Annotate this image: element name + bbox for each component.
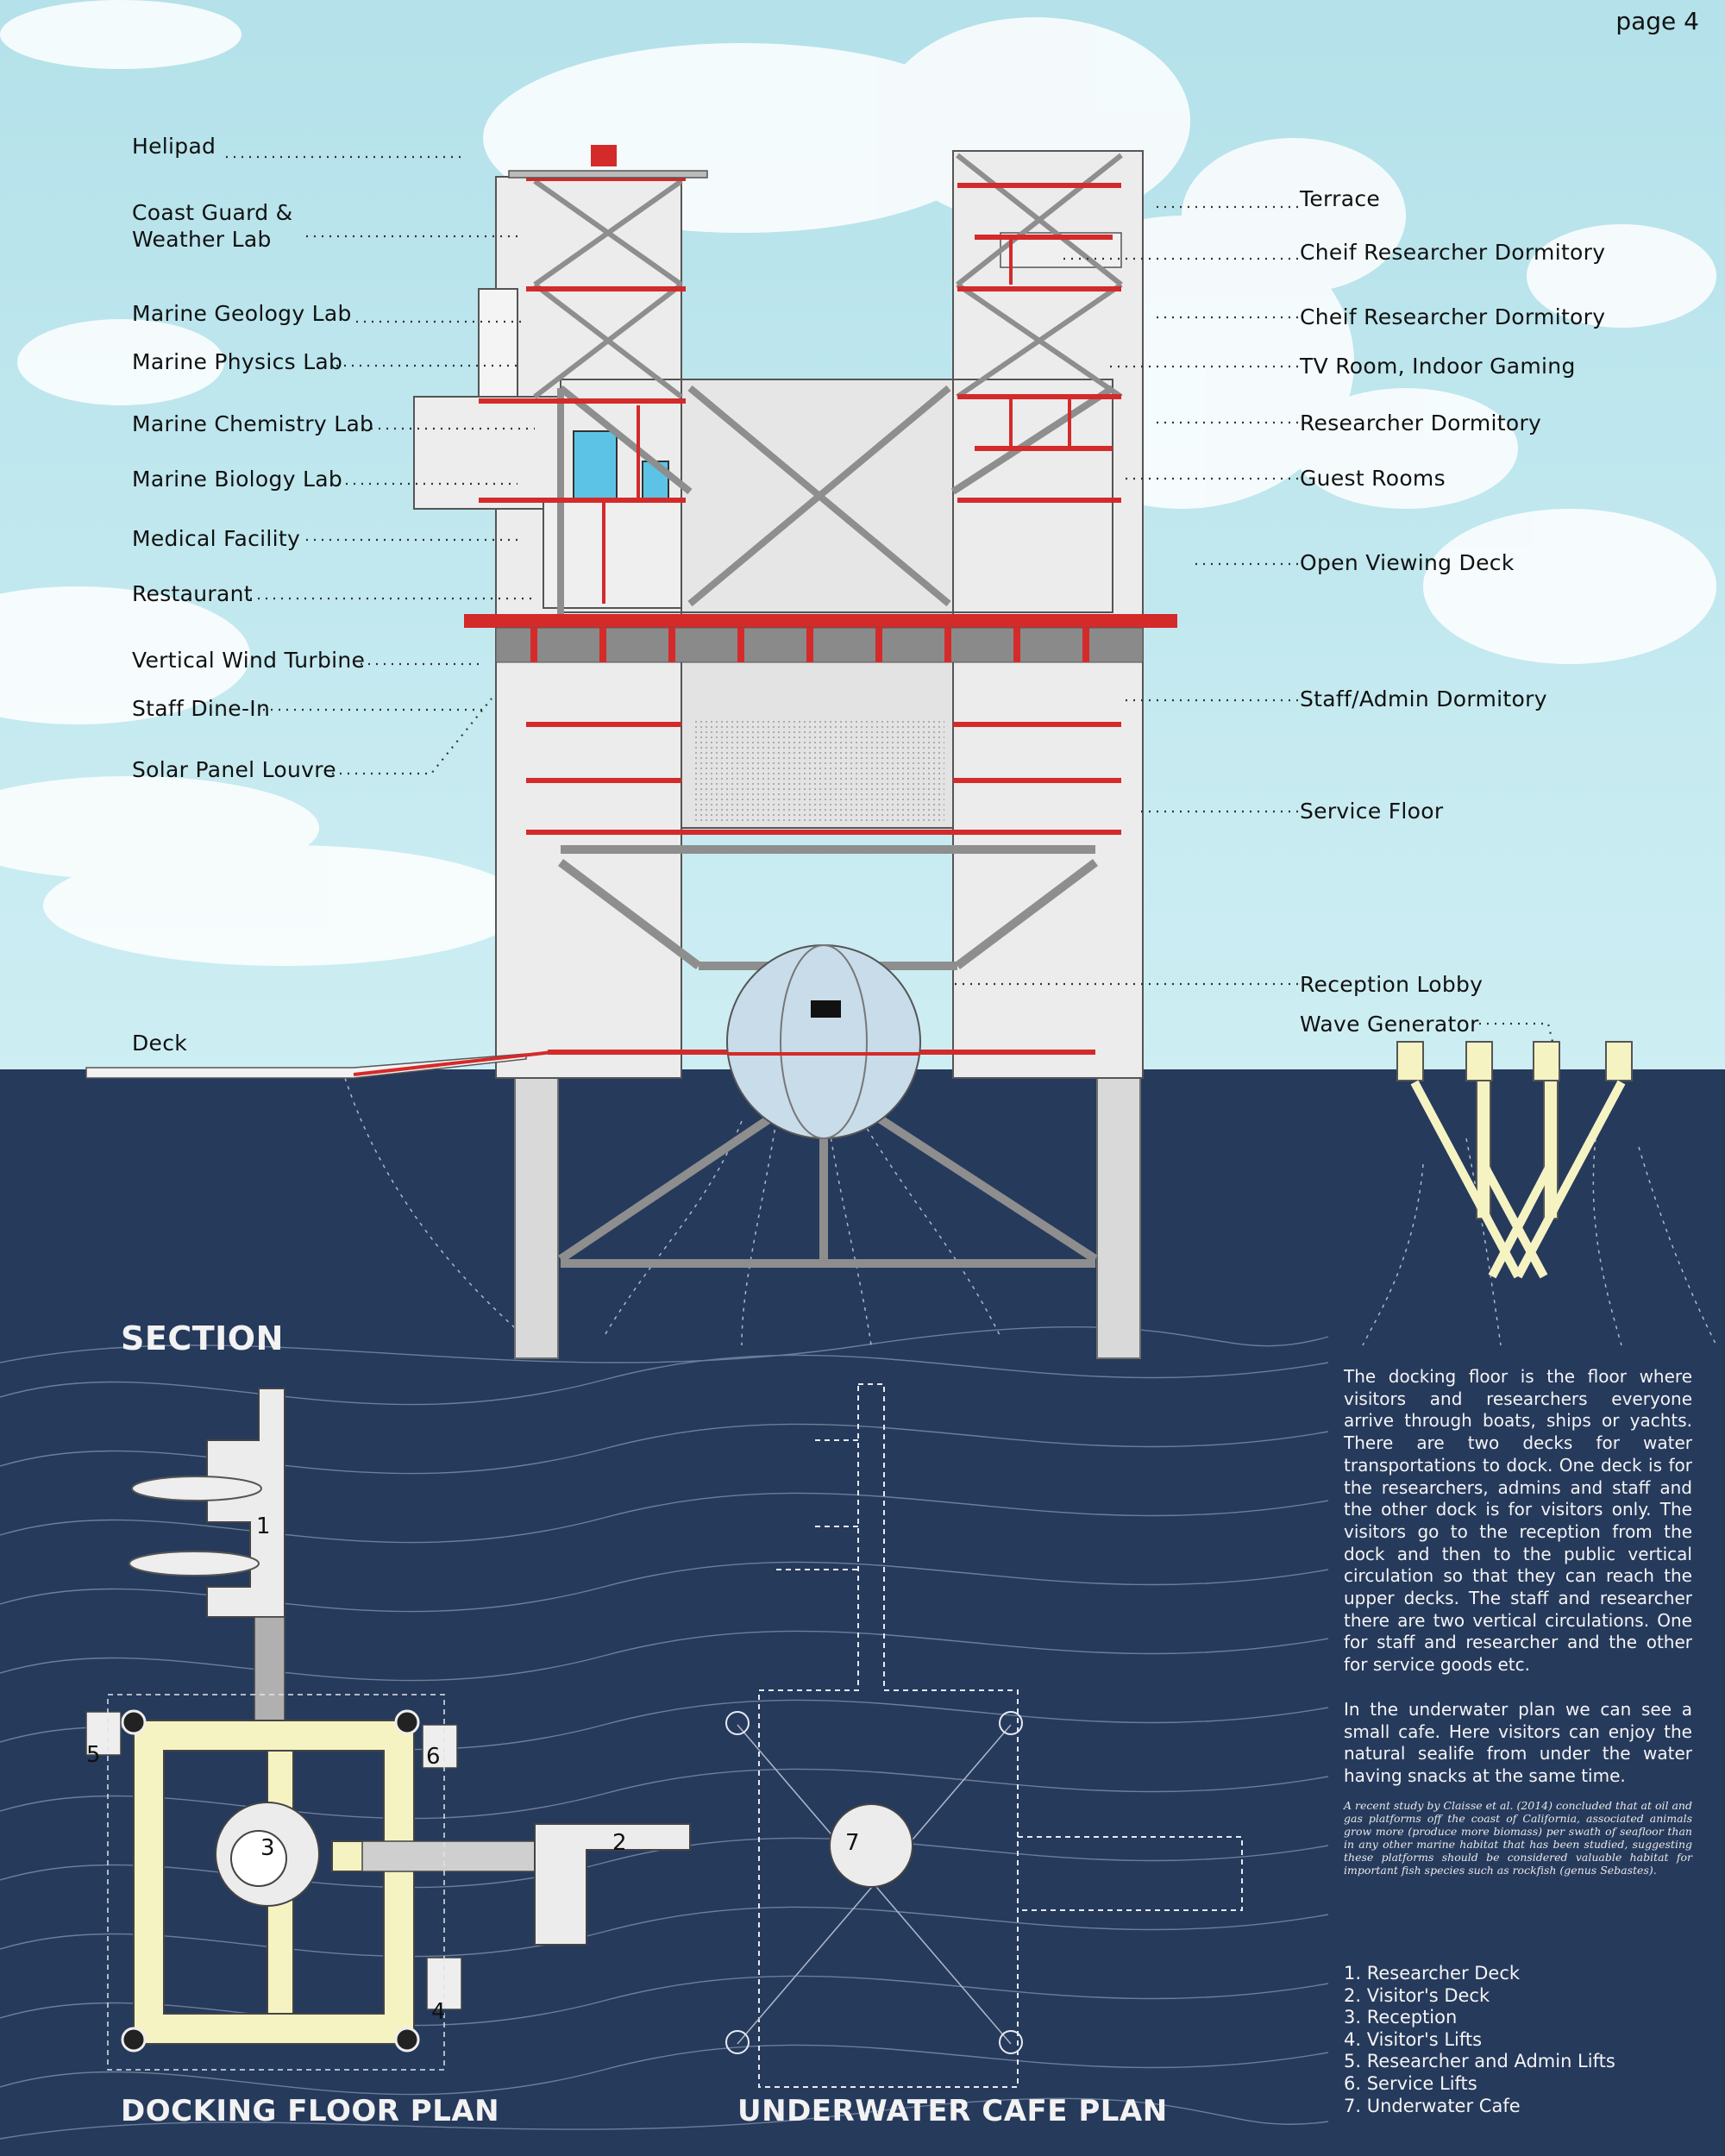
label-marine-chemistry: Marine Chemistry Lab — [132, 411, 374, 436]
plan-number-7: 7 — [845, 1830, 860, 1856]
label-wave-generator: Wave Generator — [1300, 1012, 1479, 1037]
label-open-viewing-deck: Open Viewing Deck — [1300, 550, 1515, 575]
section-title: SECTION — [121, 1319, 284, 1357]
label-solar-louvre: Solar Panel Louvre — [132, 757, 336, 782]
plan-legend: 1. Researcher Deck 2. Visitor's Deck 3. … — [1344, 1963, 1615, 2117]
section-building — [85, 145, 1177, 1359]
water-current-lines — [0, 1326, 1329, 2140]
label-staff-dine-in: Staff Dine-In — [132, 696, 271, 721]
label-tv-room: TV Room, Indoor Gaming — [1300, 354, 1576, 379]
label-staff-dormitory: Staff/Admin Dormitory — [1300, 686, 1547, 711]
visitors-deck — [534, 1823, 691, 1946]
page-number: page 4 — [1615, 7, 1699, 35]
underwater-cafe-plan — [725, 1383, 1243, 2088]
plan-number-2: 2 — [612, 1830, 627, 1856]
legend-item: 5. Researcher and Admin Lifts — [1344, 2051, 1615, 2072]
label-restaurant: Restaurant — [132, 581, 253, 606]
wave-dotted-lines — [344, 1077, 1717, 1346]
plan-number-3: 3 — [260, 1835, 275, 1861]
description-paragraph-2: In the underwater plan we can see a smal… — [1344, 1699, 1692, 1787]
label-deck: Deck — [132, 1031, 188, 1056]
legend-item: 6. Service Lifts — [1344, 2072, 1477, 2094]
wave-generator — [1396, 1041, 1633, 1279]
main-deck-beam — [464, 614, 1177, 628]
clouds — [0, 0, 1716, 966]
label-marine-physics: Marine Physics Lab — [132, 349, 343, 374]
underwater-sphere — [726, 944, 921, 1139]
cafe-circle — [829, 1803, 913, 1888]
legend-item: 4. Visitor's Lifts — [1344, 2028, 1483, 2050]
research-note: A recent study by Claisse et al. (2014) … — [1344, 1799, 1692, 1877]
label-terrace: Terrace — [1300, 186, 1381, 211]
docking-plan-title: DOCKING FLOOR PLAN — [121, 2094, 500, 2128]
label-medical-facility: Medical Facility — [132, 526, 301, 551]
leader-lines — [226, 155, 1554, 1043]
plan-number-1: 1 — [256, 1514, 271, 1539]
description-paragraph-1: The docking floor is the floor where vis… — [1344, 1366, 1692, 1676]
deck-walkway — [85, 1053, 527, 1079]
label-service-floor: Service Floor — [1300, 799, 1444, 824]
researcher-deck — [206, 1388, 285, 1618]
legend-item: 3. Reception — [1344, 2007, 1458, 2028]
plan-number-6: 6 — [426, 1744, 441, 1770]
label-chief-dormitory-2: Cheif Researcher Dormitory — [1300, 304, 1606, 329]
label-researcher-dormitory: Researcher Dormitory — [1300, 411, 1542, 436]
legend-item: 1. Researcher Deck — [1344, 1963, 1521, 1984]
underwater-plan-title: UNDERWATER CAFE PLAN — [737, 2094, 1168, 2128]
label-wind-turbine: Vertical Wind Turbine — [132, 648, 366, 673]
label-guest-rooms: Guest Rooms — [1300, 466, 1446, 491]
label-marine-geology: Marine Geology Lab — [132, 301, 352, 326]
docking-floor-plan — [85, 1388, 691, 2071]
label-helipad: Helipad — [132, 134, 216, 159]
label-coast-guard: Coast Guard &Weather Lab — [132, 200, 293, 252]
legend-item: 7. Underwater Cafe — [1344, 2095, 1521, 2116]
plan-number-5: 5 — [86, 1742, 101, 1768]
label-marine-biology: Marine Biology Lab — [132, 467, 343, 492]
plan-number-4: 4 — [431, 1999, 446, 2025]
label-reception-lobby: Reception Lobby — [1300, 972, 1484, 997]
legend-item: 2. Visitor's Deck — [1344, 1984, 1490, 2006]
label-chief-dormitory-1: Cheif Researcher Dormitory — [1300, 240, 1606, 265]
